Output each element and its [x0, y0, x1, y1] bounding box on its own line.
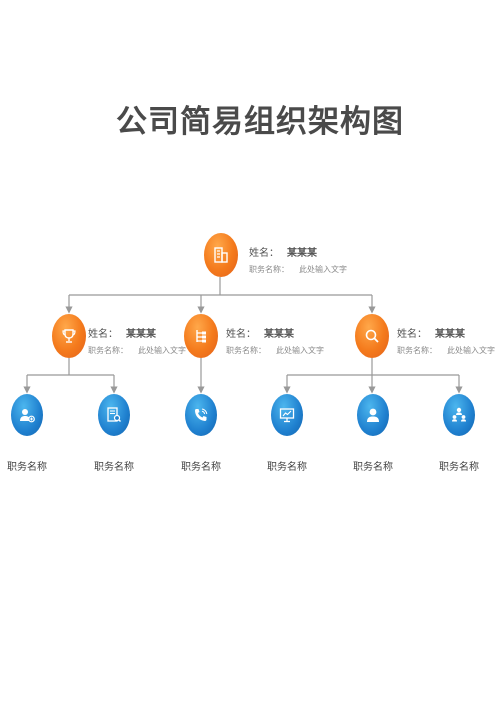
trophy-icon — [62, 329, 76, 343]
name-label: 姓名： — [249, 248, 279, 259]
staff-label-6: 职务名称 — [439, 462, 479, 473]
name-label: 姓名： — [226, 329, 256, 340]
root-info: 姓名： 某某某 职务名称： 此处输入文字 — [249, 244, 347, 275]
name-value: 某某某 — [287, 248, 317, 259]
staff-node-1[interactable] — [11, 394, 43, 436]
person-icon — [367, 408, 379, 422]
search-icon — [365, 329, 379, 343]
presentation-icon — [279, 408, 295, 423]
manager-info-3: 姓名： 某某某 职务名称： 此处输入文字 — [397, 325, 495, 356]
desc-label: 职务名称： — [226, 346, 266, 355]
document-search-icon — [107, 407, 121, 422]
manager-desc-row: 职务名称： 此处输入文字 — [226, 345, 324, 356]
name-label: 姓名： — [397, 329, 427, 340]
staff-node-4[interactable] — [271, 394, 303, 436]
manager-name-row: 姓名： 某某某 — [397, 325, 495, 340]
staff-label-4: 职务名称 — [267, 462, 307, 473]
desc-value: 此处输入文字 — [299, 265, 347, 274]
staff-node-5[interactable] — [357, 394, 389, 436]
desc-value: 此处输入文字 — [447, 346, 495, 355]
staff-label-5: 职务名称 — [353, 462, 393, 473]
staff-label-2: 职务名称 — [94, 462, 134, 473]
staff-label-1: 职务名称 — [7, 462, 47, 473]
staff-node-3[interactable] — [185, 394, 217, 436]
building-icon — [214, 247, 228, 263]
desc-value: 此处输入文字 — [138, 346, 186, 355]
staff-node-6[interactable] — [443, 394, 475, 436]
name-label: 姓名： — [88, 329, 118, 340]
desc-label: 职务名称： — [88, 346, 128, 355]
root-desc-row: 职务名称： 此处输入文字 — [249, 264, 347, 275]
root-name-row: 姓名： 某某某 — [249, 244, 347, 259]
manager-desc-row: 职务名称： 此处输入文字 — [397, 345, 495, 356]
hierarchy-icon — [196, 330, 206, 343]
name-value: 某某某 — [264, 329, 294, 340]
team-icon — [452, 407, 466, 422]
root-node[interactable] — [204, 233, 238, 277]
manager-node-2[interactable] — [184, 314, 218, 358]
manager-info-2: 姓名： 某某某 职务名称： 此处输入文字 — [226, 325, 324, 356]
desc-label: 职务名称： — [397, 346, 437, 355]
name-value: 某某某 — [435, 329, 465, 340]
phone-icon — [195, 408, 208, 421]
desc-label: 职务名称： — [249, 265, 289, 274]
manager-desc-row: 职务名称： 此处输入文字 — [88, 345, 186, 356]
manager-node-3[interactable] — [355, 314, 389, 358]
manager-node-1[interactable] — [52, 314, 86, 358]
staff-label-3: 职务名称 — [181, 462, 221, 473]
desc-value: 此处输入文字 — [276, 346, 324, 355]
manager-name-row: 姓名： 某某某 — [226, 325, 324, 340]
user-add-icon — [20, 409, 35, 423]
manager-info-1: 姓名： 某某某 职务名称： 此处输入文字 — [88, 325, 186, 356]
manager-name-row: 姓名： 某某某 — [88, 325, 186, 340]
name-value: 某某某 — [126, 329, 156, 340]
staff-node-2[interactable] — [98, 394, 130, 436]
page-title: 公司简易组织架构图 — [116, 104, 404, 140]
